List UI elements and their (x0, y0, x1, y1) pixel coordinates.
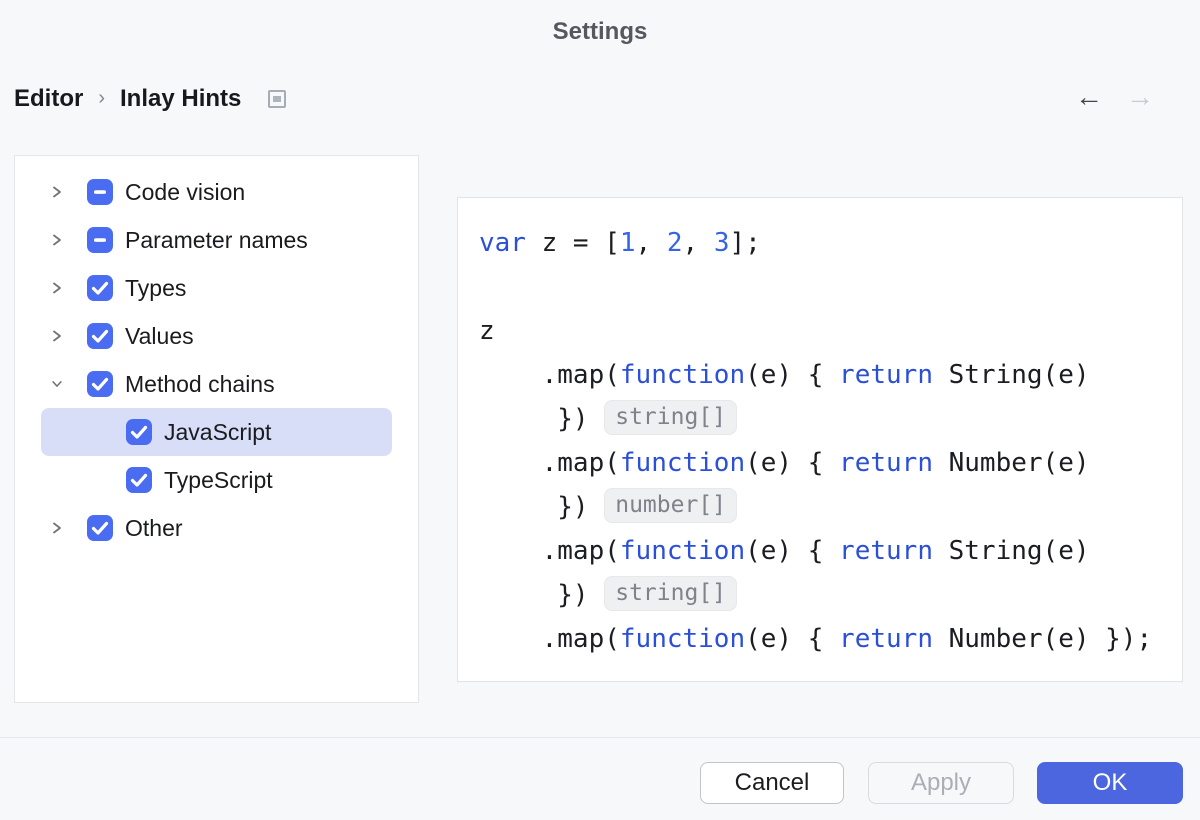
checkbox-checked-icon[interactable] (87, 323, 113, 349)
code-token: Number(e) (932, 448, 1090, 478)
code-line: }) string[] (479, 573, 1182, 617)
code-line: .map(function(e) { return String(e) (479, 529, 1182, 573)
code-token: (e) { (745, 624, 840, 654)
tree-item-label: Types (125, 274, 187, 301)
forward-icon[interactable]: → (1126, 81, 1154, 112)
checkbox-checked-icon[interactable] (87, 515, 113, 541)
tree-item-method-chains[interactable]: Method chains (41, 360, 392, 408)
code-token: }) (479, 580, 605, 610)
code-token: var (479, 228, 526, 258)
code-token: (e) { (745, 360, 840, 390)
checkbox-checked-icon[interactable] (87, 275, 113, 301)
breadcrumb-item-inlay-hints[interactable]: Inlay Hints (120, 85, 242, 112)
tree-item-javascript[interactable]: JavaScript (41, 408, 392, 456)
tree-item-label: TypeScript (164, 466, 273, 493)
code-preview-panel: var z = [1, 2, 3]; z .map(function(e) { … (457, 197, 1183, 682)
code-token: , (635, 228, 667, 258)
code-token: ]; (729, 228, 761, 258)
code-token: function (619, 536, 746, 566)
back-icon[interactable]: ← (1075, 81, 1103, 112)
chevron-right-icon[interactable] (51, 328, 63, 344)
code-token: 3 (713, 228, 730, 258)
chevron-right-icon[interactable] (51, 232, 63, 248)
apply-button[interactable]: Apply (868, 762, 1014, 804)
code-token: 1 (619, 228, 636, 258)
code-token: function (619, 624, 746, 654)
dialog-title: Settings (552, 18, 648, 45)
inlay-hint-badge: number[] (604, 488, 738, 523)
code-line: }) string[] (479, 397, 1182, 441)
code-line: }) number[] (479, 485, 1182, 529)
code-token: , (682, 228, 714, 258)
code-line: .map(function(e) { return Number(e) (479, 441, 1182, 485)
tree-item-other[interactable]: Other (41, 504, 392, 552)
checkbox-checked-icon[interactable] (126, 419, 152, 445)
code-token: Number(e) }); (932, 624, 1153, 654)
breadcrumb: Editor › Inlay Hints (14, 84, 287, 114)
code-line: z (479, 309, 1182, 353)
tree-item-label: Code vision (125, 178, 246, 205)
code-token: .map( (479, 448, 620, 478)
tree-item-label: Method chains (125, 370, 275, 397)
in-editor-preview-icon[interactable] (268, 90, 287, 108)
tree-item-typescript[interactable]: TypeScript (41, 456, 392, 504)
code-token: .map( (479, 624, 620, 654)
checkbox-indeterminate-icon[interactable] (87, 179, 113, 205)
inlay-hint-badge: string[] (604, 576, 738, 611)
inlay-hint-badge: string[] (604, 400, 738, 435)
code-token: return (839, 624, 933, 654)
code-line: .map(function(e) { return String(e) (479, 353, 1182, 397)
chevron-down-icon[interactable] (51, 376, 63, 392)
tree-item-label: JavaScript (164, 418, 272, 445)
code-token: z (479, 316, 495, 346)
code-token: }) (479, 492, 605, 522)
code-token: return (839, 360, 933, 390)
code-token: return (839, 448, 933, 478)
tree-item-label: Other (125, 514, 183, 541)
code-line: var z = [1, 2, 3]; (479, 221, 1182, 265)
chevron-right-icon[interactable] (51, 520, 63, 536)
code-token: String(e) (932, 536, 1090, 566)
code-token: }) (479, 404, 605, 434)
code-line (479, 265, 1182, 309)
tree-item-label: Parameter names (125, 226, 308, 253)
footer-divider (0, 737, 1200, 738)
cancel-button[interactable]: Cancel (700, 762, 844, 804)
breadcrumb-item-editor[interactable]: Editor (14, 85, 84, 112)
checkbox-checked-icon[interactable] (87, 371, 113, 397)
history-navigation: ← → (1075, 82, 1154, 112)
code-token: (e) { (745, 448, 840, 478)
code-token: z = [ (525, 228, 620, 258)
checkbox-checked-icon[interactable] (126, 467, 152, 493)
code-token: .map( (479, 536, 620, 566)
code-token: (e) { (745, 536, 840, 566)
chevron-right-icon[interactable] (51, 184, 63, 200)
code-token: .map( (479, 360, 620, 390)
code-token: String(e) (932, 360, 1090, 390)
tree-item-label: Values (125, 322, 194, 349)
chevron-right-icon[interactable] (51, 280, 63, 296)
code-token: function (619, 448, 746, 478)
tree-item-types[interactable]: Types (41, 264, 392, 312)
code-token: return (839, 536, 933, 566)
code-token: 2 (666, 228, 683, 258)
checkbox-indeterminate-icon[interactable] (87, 227, 113, 253)
ok-button[interactable]: OK (1037, 762, 1183, 804)
breadcrumb-separator: › (98, 86, 105, 109)
tree-item-code-vision[interactable]: Code vision (41, 168, 392, 216)
code-line: .map(function(e) { return Number(e) }); (479, 617, 1182, 661)
tree-item-parameter-names[interactable]: Parameter names (41, 216, 392, 264)
code-token: function (619, 360, 746, 390)
tree-item-values[interactable]: Values (41, 312, 392, 360)
